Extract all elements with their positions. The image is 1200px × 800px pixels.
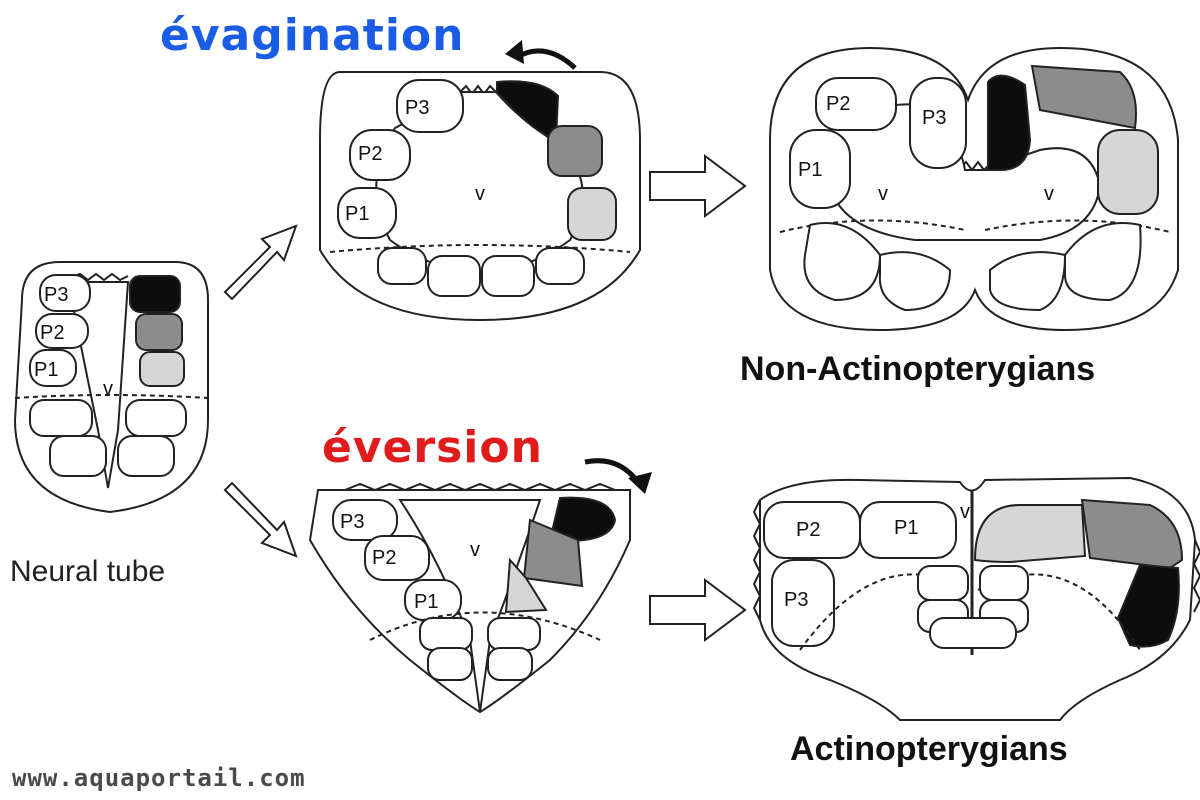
non-actino-v-label-right: v — [1044, 183, 1054, 205]
non-actino-black-region — [987, 74, 1032, 171]
evagination-dark-grey-region — [547, 125, 603, 177]
evagination-p3-label: P3 — [405, 97, 429, 119]
neural-tube-black-region — [129, 275, 181, 313]
non-actino-p3-label: P3 — [922, 107, 946, 129]
eversion-p1-label: P1 — [414, 591, 438, 613]
neural-tube-light-grey-region — [139, 351, 185, 387]
non-actino-p1-label: P1 — [798, 159, 822, 181]
actinopterygians-label: Actinopterygians — [790, 730, 1068, 768]
neural-tube-p2-label: P2 — [40, 322, 64, 344]
eversion-p3 — [332, 499, 398, 541]
arrow-to-eversion — [223, 481, 298, 558]
eversion-light-grey-region — [504, 557, 548, 614]
eversion-p2-label: P2 — [372, 547, 396, 569]
evagination-p1 — [337, 187, 397, 239]
evagination-p2-label: P2 — [358, 143, 382, 165]
evagination-rotation-arrow — [513, 48, 577, 70]
evagination-p3 — [396, 79, 464, 133]
neural-tube-diagram — [13, 261, 209, 514]
neural-tube-p1 — [29, 349, 77, 387]
neural-tube-p1-label: P1 — [34, 359, 58, 381]
evagination-title: évagination — [160, 10, 465, 61]
watermark: www.aquaportail.com — [12, 764, 306, 792]
non-actinopterygians-diagram — [769, 46, 1179, 332]
non-actino-light-grey-region — [1097, 129, 1159, 215]
arrow-to-evagination — [223, 224, 298, 301]
evagination-light-grey-region — [567, 187, 617, 241]
arrow-to-actinopterygians — [649, 578, 747, 642]
eversion-p3-label: P3 — [340, 511, 364, 533]
evagination-arrow-head — [505, 40, 524, 64]
actinopterygians-diagram — [752, 476, 1200, 721]
actino-light-grey-region — [973, 504, 1087, 564]
neural-tube-p2 — [35, 313, 89, 349]
actino-black-region — [1116, 563, 1180, 648]
eversion-title: éversion — [322, 422, 543, 473]
actino-p2-label: P2 — [796, 519, 820, 541]
eversion-p2 — [364, 535, 430, 581]
non-actino-p1 — [789, 129, 851, 209]
evagination-p1-label: P1 — [345, 203, 369, 225]
actino-v-label: v — [960, 501, 970, 523]
non-actino-dark-grey-region — [1030, 64, 1137, 130]
actino-p3-label: P3 — [784, 589, 808, 611]
neural-tube-dark-grey-region — [135, 313, 183, 351]
non-actino-p2 — [815, 77, 897, 131]
eversion-arrow-head — [628, 472, 652, 494]
evagination-p2 — [349, 129, 411, 181]
eversion-dark-grey-region — [522, 518, 584, 588]
eversion-v-label: v — [470, 539, 480, 561]
actino-dark-grey-region — [1080, 498, 1184, 570]
neural-tube-p3-label: P3 — [44, 284, 68, 306]
non-actino-v-label-left: v — [878, 183, 888, 205]
evagination-diagram — [319, 71, 641, 322]
non-actinopterygians-label: Non-Actinopterygians — [740, 350, 1096, 388]
eversion-diagram — [308, 482, 631, 714]
non-actino-p3 — [909, 77, 967, 169]
actino-p1 — [859, 501, 957, 559]
neural-tube-p3 — [39, 274, 91, 312]
neural-tube-v-label: v — [103, 378, 113, 400]
actino-p1-label: P1 — [894, 517, 918, 539]
neural-tube-caption: Neural tube — [10, 555, 166, 588]
evagination-v-label: v — [475, 183, 485, 205]
non-actino-p2-label: P2 — [826, 93, 850, 115]
arrow-to-non-actinopterygians — [649, 154, 747, 218]
